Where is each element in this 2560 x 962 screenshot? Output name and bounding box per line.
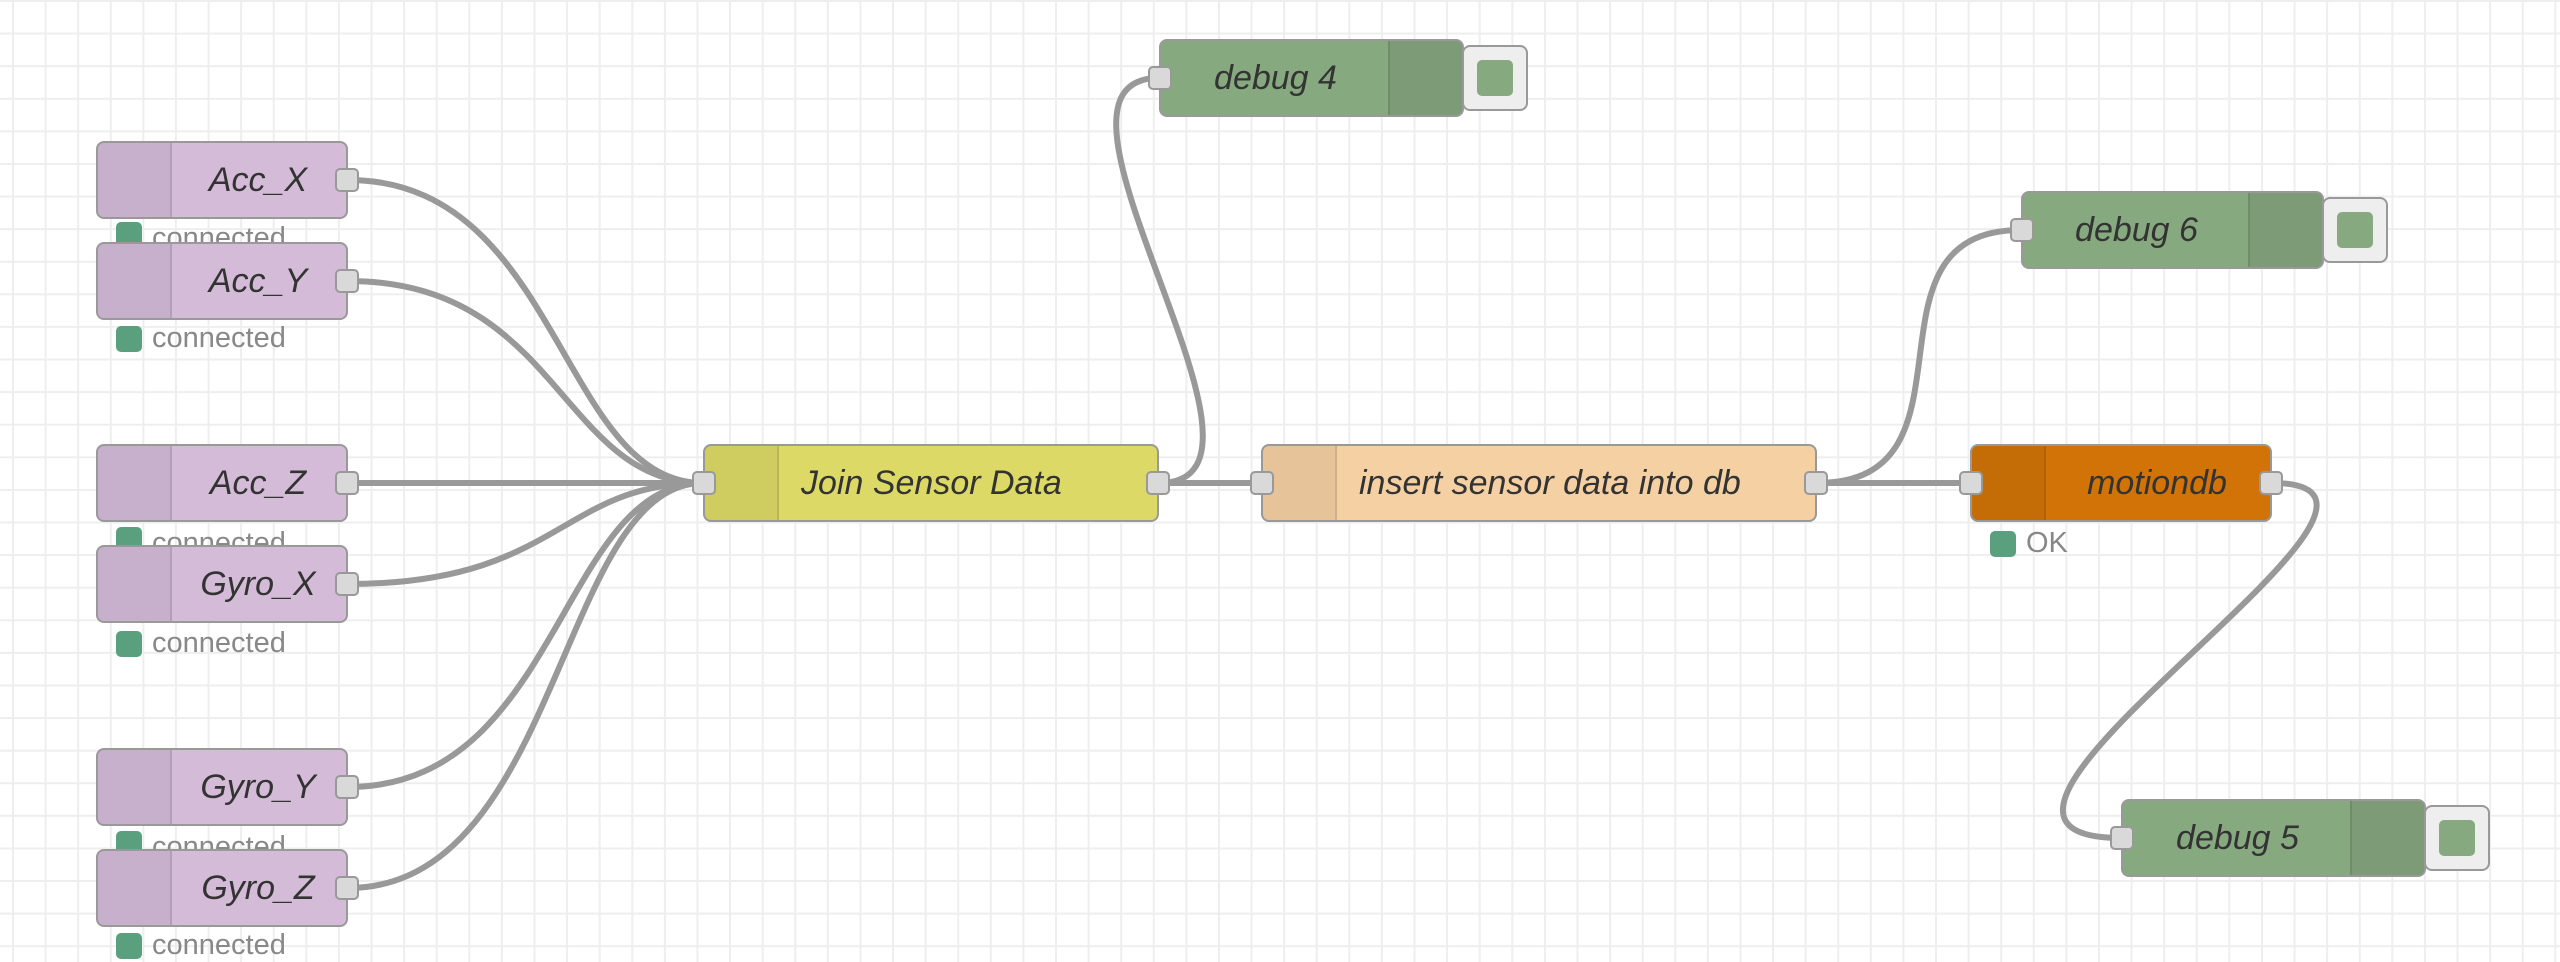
status-dot-icon [1990, 530, 2016, 557]
wire-accy-join[interactable] [347, 278, 704, 486]
gyro-y-label: Gyro_Y [200, 767, 316, 806]
node-icon-area [1388, 41, 1462, 115]
status-dot-icon [116, 831, 142, 851]
debug-6-label: debug 6 [2075, 210, 2198, 249]
debug-6-input-port[interactable] [2010, 218, 2034, 242]
acc-z-output-port[interactable] [335, 471, 359, 495]
gyro-x-status-text: connected [152, 627, 286, 659]
acc-x-label: Acc_X [208, 160, 308, 199]
node-icon-area [2248, 193, 2322, 267]
status-dot-icon [116, 325, 142, 352]
gyro-x-status: connected [116, 627, 286, 660]
debug-5-toggle-button[interactable] [2424, 805, 2490, 871]
motiondb-label: motiondb [2087, 463, 2227, 502]
node-icon-area [98, 244, 172, 318]
gyro-y-status: connected [116, 831, 286, 851]
acc-z-status-text: connected [152, 527, 286, 547]
node-icon-area [98, 547, 172, 621]
debug-6-node[interactable]: debug 6 [2010, 191, 2324, 269]
insert-label: insert sensor data into db [1359, 463, 1741, 502]
debug-5-input-port[interactable] [2110, 826, 2134, 850]
acc-z-status: connected [116, 527, 286, 547]
insert-input-port[interactable] [1250, 471, 1274, 495]
join-sensor-data-node[interactable]: Join Sensor Data [692, 444, 1170, 522]
debug-5-node[interactable]: debug 5 [2110, 799, 2426, 877]
node-icon-area [1263, 446, 1337, 520]
node-icon-area [98, 143, 172, 217]
acc-y-node[interactable]: Acc_Y [96, 242, 359, 320]
status-dot-icon [116, 222, 142, 244]
gyro-x-output-port[interactable] [335, 572, 359, 596]
acc-x-status-text: connected [152, 222, 286, 244]
acc-x-status: connected [116, 222, 286, 244]
acc-y-status-text: connected [152, 322, 286, 354]
status-dot-icon [116, 527, 142, 547]
acc-y-output-port[interactable] [335, 269, 359, 293]
motiondb-status: OK [1990, 527, 2068, 560]
acc-x-output-port[interactable] [335, 168, 359, 192]
acc-z-label: Acc_Z [209, 463, 307, 502]
debug-4-label: debug 4 [1214, 58, 1337, 97]
wire-insert-debug6[interactable] [1816, 227, 2022, 486]
node-icon-area [705, 446, 779, 520]
gyro-z-status-text: connected [152, 929, 286, 961]
node-icon-area [98, 446, 172, 520]
join-output-port[interactable] [1146, 471, 1170, 495]
node-icon-area [1972, 446, 2046, 520]
node-icon-area [98, 851, 172, 925]
join-label: Join Sensor Data [801, 463, 1062, 502]
motiondb-node[interactable]: motiondb [1959, 444, 2283, 522]
insert-output-port[interactable] [1804, 471, 1828, 495]
gyro-z-node[interactable]: Gyro_Z [96, 849, 359, 927]
toggle-indicator-icon [2439, 820, 2475, 856]
acc-y-status: connected [116, 322, 286, 355]
wire-gyroz-join[interactable] [347, 480, 704, 891]
debug-5-label: debug 5 [2176, 818, 2299, 857]
gyro-x-label: Gyro_X [200, 564, 316, 603]
status-dot-icon [116, 932, 142, 959]
acc-z-node[interactable]: Acc_Z [96, 444, 359, 522]
wire-gyroy-join[interactable] [347, 480, 704, 790]
gyro-z-status: connected [116, 929, 286, 962]
wire-gyrox-join[interactable] [347, 480, 704, 587]
debug-4-input-port[interactable] [1148, 66, 1172, 90]
toggle-indicator-icon [1477, 60, 1513, 96]
debug-4-node[interactable]: debug 4 [1148, 39, 1464, 117]
gyro-z-output-port[interactable] [335, 876, 359, 900]
wire-db-debug5[interactable] [2059, 480, 2320, 841]
join-input-port[interactable] [692, 471, 716, 495]
gyro-y-output-port[interactable] [335, 775, 359, 799]
acc-y-label: Acc_Y [208, 261, 308, 300]
wire-join-debug4[interactable] [1113, 75, 1206, 486]
motiondb-output-port[interactable] [2259, 471, 2283, 495]
node-icon-area [98, 750, 172, 824]
toggle-indicator-icon [2337, 212, 2373, 248]
gyro-x-node[interactable]: Gyro_X [96, 545, 359, 623]
motiondb-status-text: OK [2026, 527, 2068, 559]
wire-accx-join[interactable] [347, 177, 704, 486]
debug-6-toggle-button[interactable] [2322, 197, 2388, 263]
motiondb-input-port[interactable] [1959, 471, 1983, 495]
debug-4-toggle-button[interactable] [1462, 45, 1528, 111]
status-dot-icon [116, 630, 142, 657]
gyro-y-node[interactable]: Gyro_Y [96, 748, 359, 826]
acc-x-node[interactable]: Acc_X [96, 141, 359, 219]
gyro-y-status-text: connected [152, 831, 286, 851]
node-icon-area [2350, 801, 2424, 875]
gyro-z-label: Gyro_Z [201, 868, 315, 907]
insert-sensor-data-node[interactable]: insert sensor data into db [1250, 444, 1828, 522]
